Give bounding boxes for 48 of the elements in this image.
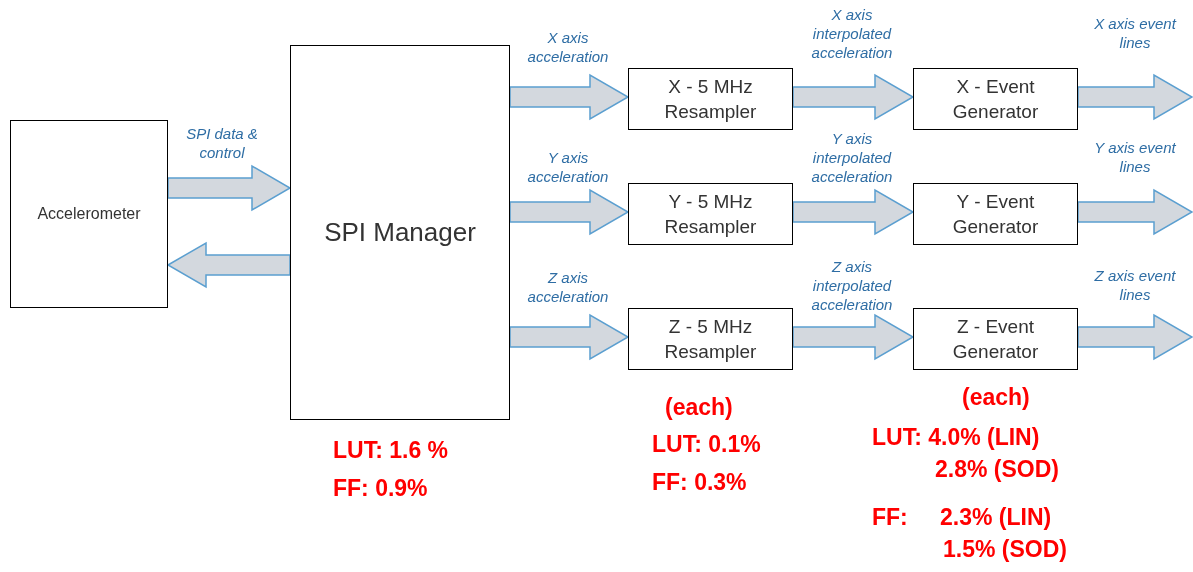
edge-label: X axis event lines (1093, 14, 1178, 52)
edge-label: Z axis acceleration (526, 268, 610, 306)
box-label: Z - 5 MHz Resampler (663, 315, 758, 364)
block-arrow (1077, 73, 1193, 121)
edge-label: SPI data & control (185, 124, 259, 162)
box-label: Accelerometer (37, 204, 141, 224)
edge-label: Z axis interpolated acceleration (810, 257, 894, 314)
block-arrow (792, 73, 915, 121)
block-arrow (792, 188, 915, 236)
resource-note: 2.8% (SOD) (935, 455, 1059, 483)
box-label: X - Event Generator (951, 75, 1040, 124)
process-box (913, 68, 1078, 130)
block-arrow (1077, 313, 1193, 361)
resource-note: 2.3% (LIN) (940, 503, 1052, 531)
process-box (10, 120, 168, 308)
edge-label: Y axis acceleration (526, 148, 610, 186)
box-label: Y - Event Generator (951, 190, 1040, 239)
resource-note: LUT: 0.1% (652, 430, 761, 458)
process-box (913, 308, 1078, 370)
block-arrow (509, 188, 630, 236)
process-box (290, 45, 510, 420)
box-label: Z - Event Generator (951, 315, 1040, 364)
edge-label: Z axis event lines (1093, 266, 1177, 304)
block-arrow (509, 73, 630, 121)
block-arrow (792, 313, 915, 361)
block-arrow (1077, 188, 1193, 236)
resource-note: LUT: 4.0% (LIN) (872, 423, 1040, 451)
box-label: Y - 5 MHz Resampler (663, 190, 758, 239)
block-arrow (509, 313, 630, 361)
block-arrow (166, 241, 291, 289)
block-arrow (167, 164, 292, 212)
process-box (628, 308, 793, 370)
edge-label: Y axis interpolated acceleration (810, 129, 894, 186)
process-box (913, 183, 1078, 245)
process-box (628, 68, 793, 130)
edge-label: X axis acceleration (526, 28, 610, 66)
resource-note: FF: 0.9% (333, 474, 428, 502)
resource-note: LUT: 1.6 % (333, 436, 449, 464)
box-label: X - 5 MHz Resampler (663, 75, 758, 124)
edge-label: Y axis event lines (1093, 138, 1177, 176)
edge-label: X axis interpolated acceleration (810, 5, 894, 62)
resource-note: FF: 0.3% (652, 468, 747, 496)
resource-note: (each) (665, 393, 733, 421)
box-label: SPI Manager (324, 216, 476, 249)
process-box (628, 183, 793, 245)
resource-note: (each) (962, 383, 1030, 411)
resource-note: FF: (872, 503, 908, 531)
resource-note: 1.5% (SOD) (943, 535, 1067, 563)
